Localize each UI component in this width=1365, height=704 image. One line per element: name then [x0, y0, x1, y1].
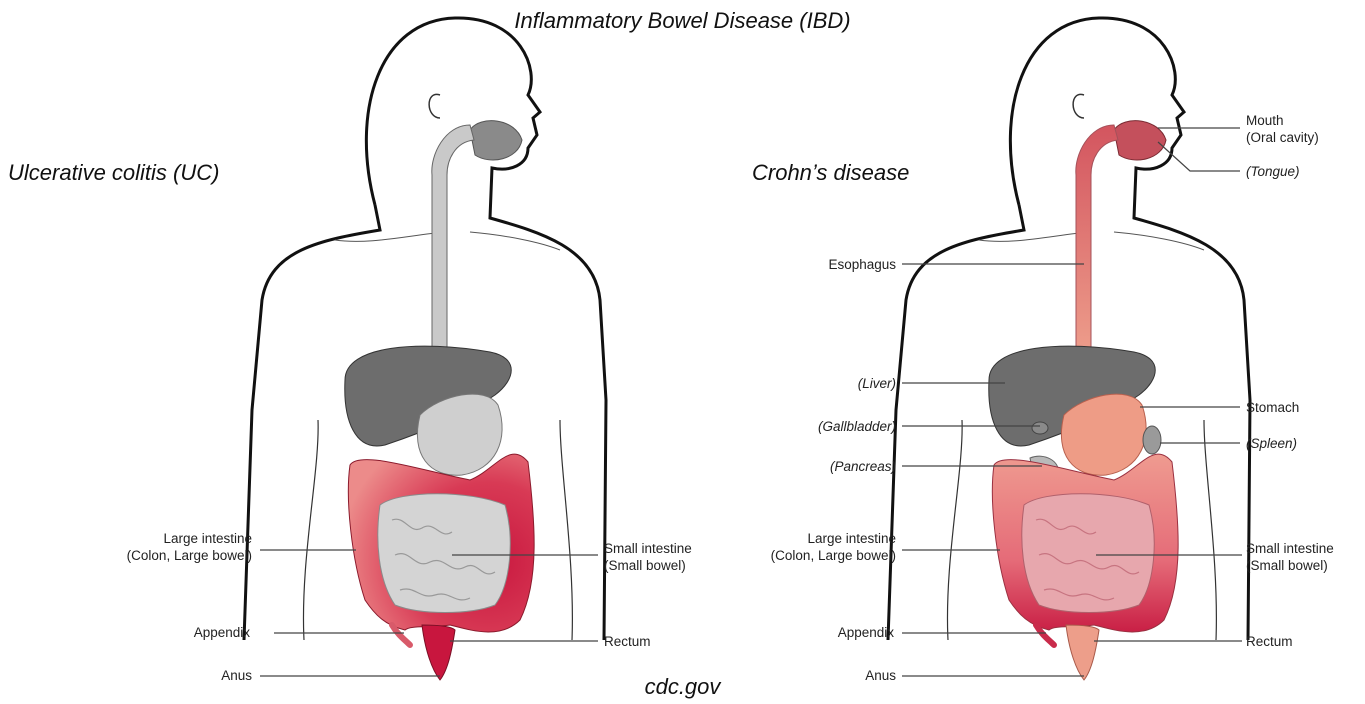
crohns-spleen — [1143, 426, 1161, 454]
crohns-label-large-intestine: Large intestine (Colon, Large bowel) — [734, 530, 896, 564]
crohns-mouth-line2: (Oral cavity) — [1246, 129, 1319, 146]
uc-large-intestine-line2: (Colon, Large bowel) — [90, 547, 252, 564]
uc-figure — [244, 18, 606, 680]
crohns-label-tongue: (Tongue) — [1246, 163, 1300, 180]
crohns-rectum — [1066, 625, 1099, 680]
crohns-gallbladder — [1032, 422, 1048, 434]
uc-large-intestine-line1: Large intestine — [90, 530, 252, 547]
crohns-label-stomach: Stomach — [1246, 399, 1299, 416]
crohns-label-mouth: Mouth (Oral cavity) — [1246, 112, 1319, 146]
uc-rectum — [422, 625, 455, 680]
uc-mouth — [470, 121, 522, 160]
crohns-small-intestine-line2: (Small bowel) — [1246, 557, 1334, 574]
crohns-large-intestine-line1: Large intestine — [734, 530, 896, 547]
crohns-label-gallbladder: (Gallbladder) — [780, 418, 896, 435]
uc-label-appendix: Appendix — [150, 624, 250, 641]
uc-small-intestine-line1: Small intestine — [604, 540, 692, 557]
uc-esophagus — [432, 125, 474, 355]
crohns-label-anus: Anus — [794, 667, 896, 684]
uc-label-rectum: Rectum — [604, 633, 651, 650]
crohns-label-appendix: Appendix — [794, 624, 894, 641]
crohns-figure — [888, 18, 1250, 680]
uc-label-large-intestine: Large intestine (Colon, Large bowel) — [90, 530, 252, 564]
uc-label-anus: Anus — [150, 667, 252, 684]
crohns-label-esophagus: Esophagus — [780, 256, 896, 273]
crohns-label-spleen: (Spleen) — [1246, 435, 1297, 452]
uc-label-small-intestine: Small intestine (Small bowel) — [604, 540, 692, 574]
crohns-mouth-line1: Mouth — [1246, 112, 1319, 129]
crohns-label-rectum: Rectum — [1246, 633, 1293, 650]
crohns-small-intestine-line1: Small intestine — [1246, 540, 1334, 557]
crohns-label-liver: (Liver) — [780, 375, 896, 392]
crohns-label-pancreas: (Pancreas) — [780, 458, 896, 475]
crohns-esophagus — [1076, 125, 1118, 360]
crohns-large-intestine-line2: (Colon, Large bowel) — [734, 547, 896, 564]
crohns-label-small-intestine: Small intestine (Small bowel) — [1246, 540, 1334, 574]
uc-small-intestine-line2: (Small bowel) — [604, 557, 692, 574]
crohns-mouth — [1114, 121, 1166, 160]
